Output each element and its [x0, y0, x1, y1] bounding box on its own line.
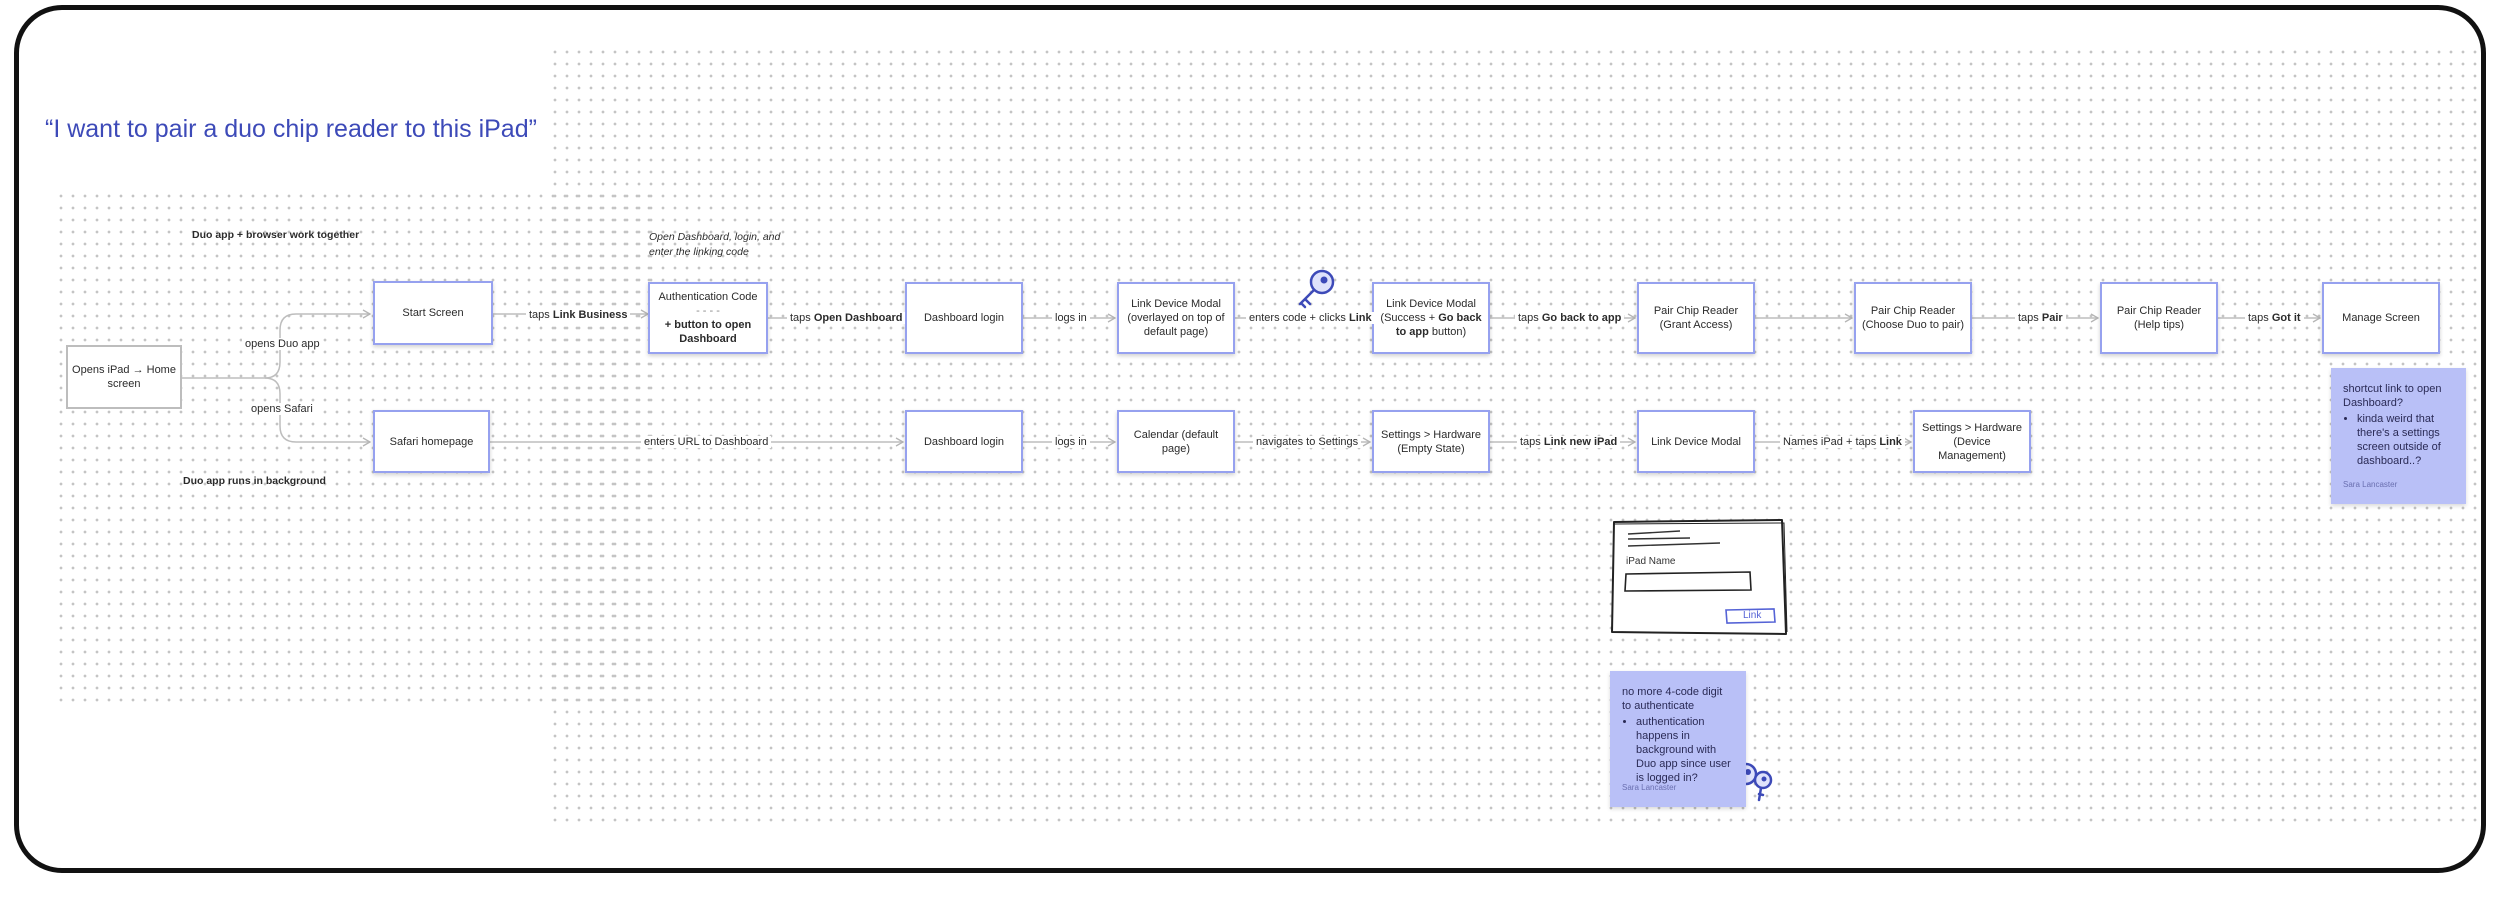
sticky-note-shortcut[interactable]: shortcut link to open Dashboard? kinda w… — [2331, 368, 2466, 504]
node-manage-screen[interactable]: Manage Screen — [2322, 282, 2440, 354]
edge-label-pre: taps — [790, 312, 814, 324]
node-start-screen[interactable]: Start Screen — [373, 281, 493, 345]
edge-label-pre: Names iPad + taps — [1783, 436, 1880, 448]
edge-label-bold: Got it — [2271, 312, 2301, 324]
node-calendar[interactable]: Calendar (default page) — [1117, 410, 1235, 473]
dot-grid — [549, 46, 2479, 826]
sketch-link-button: Link — [1743, 610, 1762, 621]
group-note-top: Duo app + browser work together — [192, 229, 360, 241]
node-link-device-modal-bottom[interactable]: Link Device Modal — [1637, 410, 1755, 473]
page-title: “I want to pair a duo chip reader to thi… — [45, 115, 537, 143]
node-pair-grant-access[interactable]: Pair Chip Reader (Grant Access) — [1637, 282, 1755, 354]
edge-label-pre: taps — [2018, 312, 2042, 324]
sketch-field-label: iPad Name — [1626, 556, 1676, 567]
edge-label-logs-in-top: logs in — [1052, 312, 1090, 324]
node-label: Link Device Modal (Success + Go back to … — [1378, 297, 1484, 339]
sticky-bullet: authentication happens in background wit… — [1636, 715, 1734, 785]
sketch-link-device-modal — [1611, 519, 1788, 635]
edge-label-pre: taps — [529, 309, 553, 321]
sticky-note-auth[interactable]: no more 4-code digit to authenticate aut… — [1610, 671, 1746, 807]
node-label: Pair Chip Reader (Grant Access) — [1653, 305, 1739, 331]
node-label: Pair Chip Reader (Choose Duo to pair) — [1861, 305, 1965, 331]
sticky-author: Sara Lancaster — [2343, 480, 2398, 489]
edge-start-safari — [264, 377, 372, 447]
node-label: Opens iPad → Home screen — [72, 364, 176, 390]
node-label: Safari homepage — [389, 435, 474, 448]
node-pair-help-tips[interactable]: Pair Chip Reader (Help tips) — [2100, 282, 2218, 354]
node-label: Start Screen — [402, 307, 464, 319]
edge-label-bold: Go back to app — [1541, 312, 1622, 324]
edge-label-names-ipad: Names iPad + taps Link — [1780, 436, 1905, 448]
edge-label-enters-code: enters code + clicks Link — [1246, 312, 1375, 324]
node-label: Dashboard login — [923, 312, 1005, 324]
node-label-bold: Go back to app — [1395, 312, 1482, 338]
node-opens-ipad[interactable]: Opens iPad → Home screen — [66, 345, 182, 409]
edge-label-bold: Link new iPad — [1543, 436, 1618, 448]
group-note-bottom: Duo app runs in background — [183, 475, 326, 487]
node-dashboard-login-bottom[interactable]: Dashboard login — [905, 410, 1023, 473]
edge-label-taps-link-business: taps Link Business — [526, 309, 631, 321]
sticky-author: Sara Lancaster — [1622, 783, 1677, 792]
edge-label-taps-go-back: taps Go back to app — [1515, 312, 1625, 324]
edge-label-opens-duo: opens Duo app — [242, 338, 323, 350]
edge-label-enters-url: enters URL to Dashboard — [641, 436, 772, 448]
code-dashes: - - - - — [696, 305, 720, 317]
sticky-bullet: kinda weird that there's a settings scre… — [2357, 412, 2454, 468]
dot-grid-left — [55, 190, 655, 710]
node-label: Manage Screen — [2342, 312, 2420, 324]
edge-label-pre: enters code + clicks — [1249, 312, 1349, 324]
sticky-text: no more 4-code digit to authenticate — [1622, 686, 1723, 712]
node-label: Link Device Modal (overlayed on top of d… — [1127, 298, 1225, 338]
node-label: Settings > Hardware (Device Management) — [1922, 421, 2022, 462]
node-label: Pair Chip Reader (Help tips) — [2116, 305, 2202, 331]
node-label-pre: Link Device Modal (Success + — [1380, 298, 1476, 324]
edge-label-bold: Link — [1348, 312, 1372, 324]
node-label-post: button) — [1428, 326, 1467, 338]
edge-label-opens-safari: opens Safari — [248, 403, 316, 415]
auth-note: Open Dashboard, login, and enter the lin… — [649, 231, 781, 258]
node-pair-choose-duo[interactable]: Pair Chip Reader (Choose Duo to pair) — [1854, 282, 1972, 354]
sticky-bullets: authentication happens in background wit… — [1622, 715, 1734, 785]
edge-label-taps-open-dashboard: taps Open Dashboard — [787, 312, 906, 324]
edge-label-navigates-settings: navigates to Settings — [1253, 436, 1362, 448]
node-label: Calendar (default page) — [1133, 428, 1219, 455]
sticky-bullets: kinda weird that there's a settings scre… — [2343, 412, 2454, 468]
node-label: Authentication Code — [658, 291, 758, 303]
edge-label-bold: Pair — [2041, 312, 2063, 324]
edge-label-pre: taps — [1520, 436, 1544, 448]
node-dashboard-login-top[interactable]: Dashboard login — [905, 282, 1023, 354]
key-icon — [1298, 269, 1335, 309]
node-settings-empty[interactable]: Settings > Hardware (Empty State) — [1372, 410, 1490, 473]
sticky-text: shortcut link to open Dashboard? — [2343, 383, 2442, 409]
node-label: Settings > Hardware (Empty State) — [1381, 428, 1481, 455]
node-authentication-code[interactable]: Authentication Code - - - - + button to … — [648, 282, 768, 354]
edge-label-bold: Open Dashboard — [813, 312, 903, 324]
node-label: Dashboard login — [923, 435, 1005, 448]
node-link-device-success[interactable]: Link Device Modal (Success + Go back to … — [1372, 282, 1490, 354]
edge-label-taps-link-new-ipad: taps Link new iPad — [1517, 436, 1621, 448]
edge-label-taps-pair: taps Pair — [2015, 312, 2066, 324]
node-label: Link Device Modal — [1651, 435, 1741, 448]
edge-label-pre: taps — [2248, 312, 2272, 324]
open-dashboard-button-label: + button to open Dashboard — [664, 319, 752, 345]
edge-label-pre: taps — [1518, 312, 1542, 324]
edge-label-logs-in-bottom: logs in — [1052, 436, 1090, 448]
edge-label-bold: Link — [1879, 436, 1902, 448]
node-safari-homepage[interactable]: Safari homepage — [373, 410, 490, 473]
edge-label-taps-got-it: taps Got it — [2245, 312, 2304, 324]
node-settings-device-mgmt[interactable]: Settings > Hardware (Device Management) — [1913, 410, 2031, 473]
node-link-device-modal[interactable]: Link Device Modal (overlayed on top of d… — [1117, 282, 1235, 354]
edge-label-bold: Link Business — [552, 309, 628, 321]
board-frame — [14, 5, 2486, 873]
